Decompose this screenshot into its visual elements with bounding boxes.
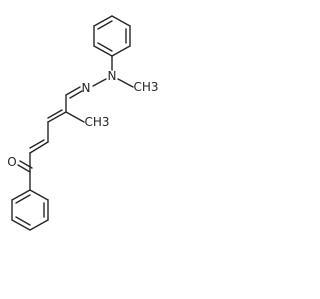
double-bond-inner [15, 216, 31, 226]
n-methyl-group: CH3 [133, 80, 158, 94]
bond [29, 219, 49, 231]
atom-label: CH3 [84, 115, 109, 129]
atom-label: O [7, 155, 16, 169]
double-bond-inner [97, 20, 113, 30]
bond [65, 86, 81, 96]
n-phenyl-ring [93, 15, 131, 57]
bond [111, 15, 131, 27]
double-bond-inner [47, 109, 63, 119]
bond [117, 78, 134, 88]
bond [93, 15, 113, 27]
double-bond-inner [15, 194, 31, 204]
bond [92, 78, 107, 87]
carbonyl-oxygen: O [7, 155, 16, 169]
bond [47, 111, 67, 123]
bond [11, 189, 31, 201]
atom-n-lower: N [82, 81, 91, 95]
double-bond-inner [19, 160, 33, 169]
atom-label: N [108, 69, 117, 83]
atom-n-upper: N [108, 69, 117, 83]
atom-label: N [82, 81, 91, 95]
bond [29, 189, 49, 201]
atom-label: CH3 [133, 80, 158, 94]
double-bond-inner [29, 139, 45, 149]
bond [93, 45, 113, 57]
bond [11, 219, 31, 231]
bond [17, 164, 31, 173]
bond [111, 45, 131, 57]
chemical-structure: N N CH3 CH3 O [7, 15, 159, 231]
double-bond-inner [69, 90, 83, 99]
bond [29, 141, 49, 154]
bond [65, 111, 85, 123]
chain-methyl-group: CH3 [84, 115, 109, 129]
benzoyl-phenyl-ring [11, 189, 49, 231]
double-bond-inner [97, 42, 113, 52]
